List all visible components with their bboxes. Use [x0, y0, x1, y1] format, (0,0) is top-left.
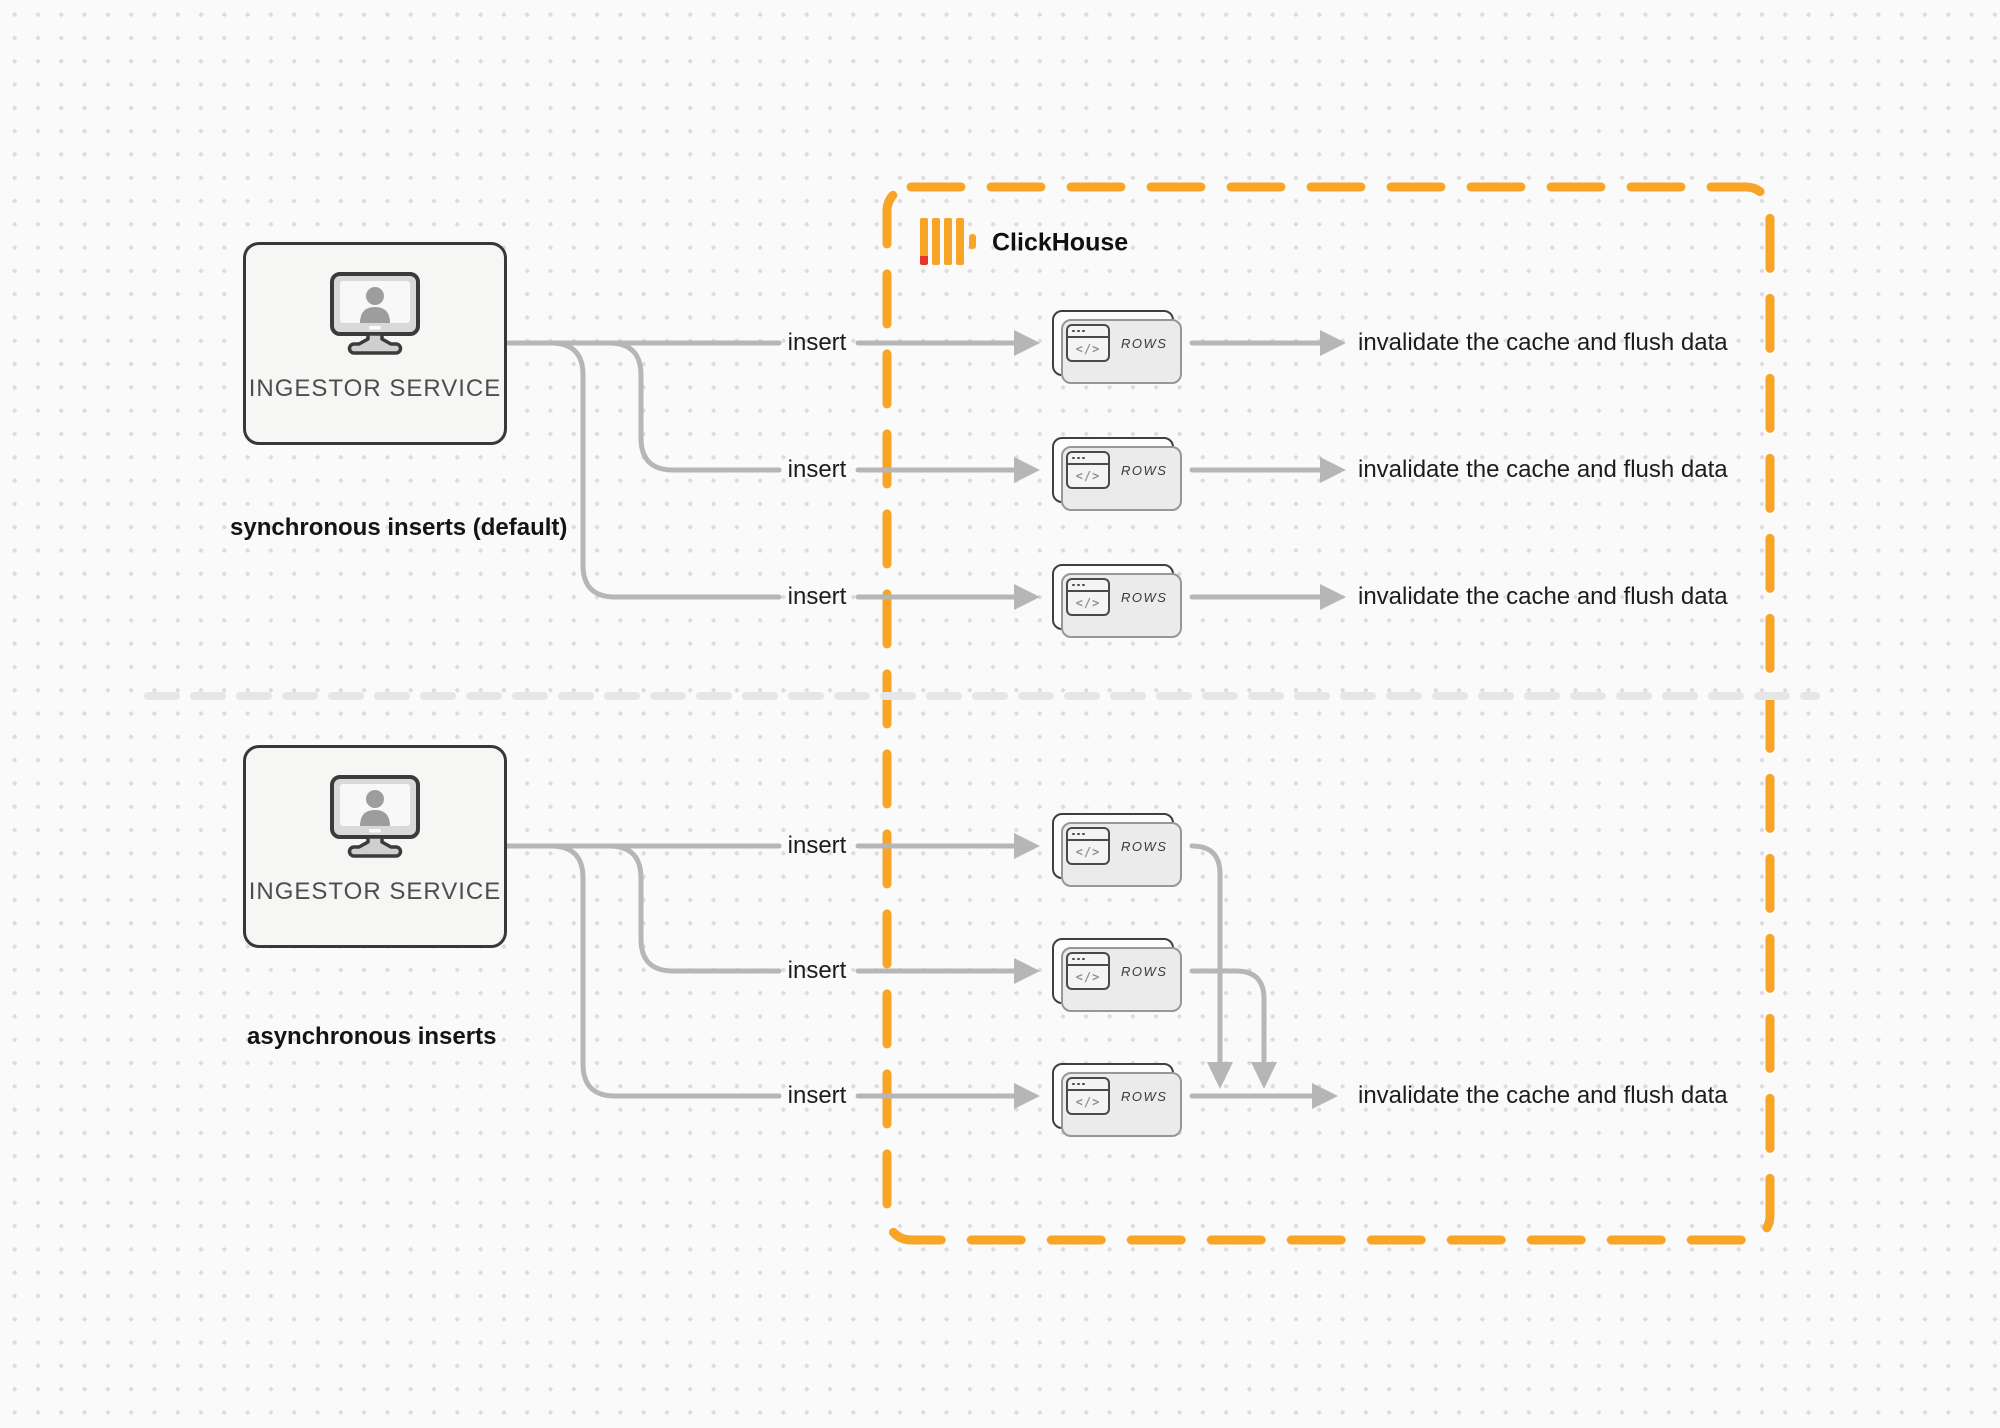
ingestor-service-label: INGESTOR SERVICE: [248, 375, 502, 402]
wire-async-merge1: [1189, 843, 1223, 1065]
clickhouse-title: ClickHouse: [992, 228, 1129, 257]
insert-label: insert: [787, 1082, 847, 1109]
invalidate-label: invalidate the cache and flush data: [1358, 1082, 1728, 1109]
wire-sync-branch3: [504, 340, 782, 600]
code-window-icon: </>: [1066, 578, 1110, 616]
rows-label: ROWS: [1121, 335, 1168, 351]
code-window-icon: </>: [1066, 324, 1110, 362]
arrowhead: [1014, 1083, 1040, 1109]
rows-label: ROWS: [1121, 963, 1168, 979]
arrowhead: [1320, 330, 1346, 356]
rows-node: </> ROWS: [1052, 564, 1182, 638]
arrowhead: [1312, 1083, 1338, 1109]
ingestor-service-label: INGESTOR SERVICE: [248, 878, 502, 905]
arrowhead: [1014, 833, 1040, 859]
clickhouse-logo-bar: [920, 218, 928, 265]
rows-node: </> ROWS: [1052, 437, 1182, 511]
ingestor-service-node-async: INGESTOR SERVICE: [243, 745, 507, 948]
code-window-icon: </>: [1066, 1077, 1110, 1115]
arrowhead: [1014, 457, 1040, 483]
clickhouse-boundary-box: [882, 182, 1775, 1245]
window-header-dots: [1068, 829, 1108, 841]
invalidate-label: invalidate the cache and flush data: [1358, 583, 1728, 610]
code-glyph: </>: [1075, 596, 1101, 610]
rows-label: ROWS: [1121, 462, 1168, 478]
rows-label: ROWS: [1121, 589, 1168, 605]
rows-label: ROWS: [1121, 1088, 1168, 1104]
wire-async-branch2: [504, 843, 782, 974]
ingestor-service-node-sync: INGESTOR SERVICE: [243, 242, 507, 445]
clickhouse-logo-bar: [932, 218, 940, 265]
wire-sync-branch2: [504, 340, 782, 473]
code-glyph: </>: [1075, 970, 1101, 984]
code-glyph: </>: [1075, 469, 1101, 483]
clickhouse-logo-icon: [920, 218, 976, 265]
clickhouse-logo-bar: [944, 218, 952, 265]
arrowhead: [1014, 584, 1040, 610]
rows-node: </> ROWS: [1052, 310, 1182, 384]
window-header-dots: [1068, 1079, 1108, 1091]
wire-group: [504, 340, 1323, 1099]
code-glyph: </>: [1075, 342, 1101, 356]
async-section-caption: asynchronous inserts: [247, 1023, 497, 1050]
insert-label: insert: [787, 832, 847, 859]
invalidate-label: invalidate the cache and flush data: [1358, 329, 1728, 356]
arrowhead: [1014, 330, 1040, 356]
insert-label: insert: [787, 329, 847, 356]
arrowhead: [1320, 584, 1346, 610]
code-glyph: </>: [1075, 845, 1101, 859]
rows-node: </> ROWS: [1052, 813, 1182, 887]
monitor-user-icon: [330, 775, 420, 858]
arrowhead-group: [1014, 330, 1346, 1109]
arrowhead: [1320, 457, 1346, 483]
arrowhead-down: [1207, 1062, 1233, 1089]
wire-async-merge2: [1189, 968, 1267, 1065]
invalidate-label: invalidate the cache and flush data: [1358, 456, 1728, 483]
code-window-icon: </>: [1066, 827, 1110, 865]
clickhouse-logo-bar-short: [969, 234, 976, 249]
code-glyph: </>: [1075, 1095, 1101, 1109]
arrowhead: [1014, 958, 1040, 984]
monitor-user-icon: [330, 272, 420, 355]
clickhouse-logo-bar: [956, 218, 964, 265]
insert-label: insert: [787, 957, 847, 984]
window-header-dots: [1068, 580, 1108, 592]
code-window-icon: </>: [1066, 952, 1110, 990]
insert-label: insert: [787, 583, 847, 610]
window-header-dots: [1068, 326, 1108, 338]
rows-node: </> ROWS: [1052, 1063, 1182, 1137]
code-window-icon: </>: [1066, 451, 1110, 489]
wire-async-branch3: [504, 843, 782, 1099]
window-header-dots: [1068, 954, 1108, 966]
window-header-dots: [1068, 453, 1108, 465]
rows-label: ROWS: [1121, 838, 1168, 854]
arrowhead-down: [1251, 1062, 1277, 1089]
rows-node: </> ROWS: [1052, 938, 1182, 1012]
insert-label: insert: [787, 456, 847, 483]
sync-section-caption: synchronous inserts (default): [230, 514, 568, 541]
